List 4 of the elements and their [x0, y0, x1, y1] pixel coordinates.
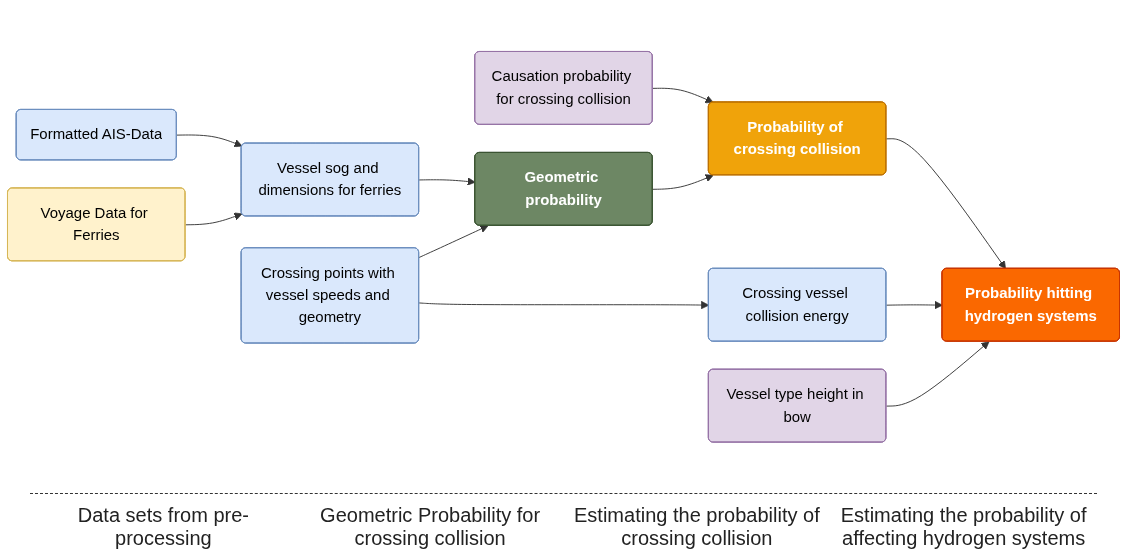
- column-caption: Geometric Probability for crossing collision: [319, 503, 542, 551]
- column-caption: Estimating the probability of crossing collision: [573, 503, 821, 551]
- column-caption: Estimating the probability of affecting hydrogen systems: [839, 503, 1088, 551]
- column-caption: Data sets from pre-processing: [76, 503, 250, 551]
